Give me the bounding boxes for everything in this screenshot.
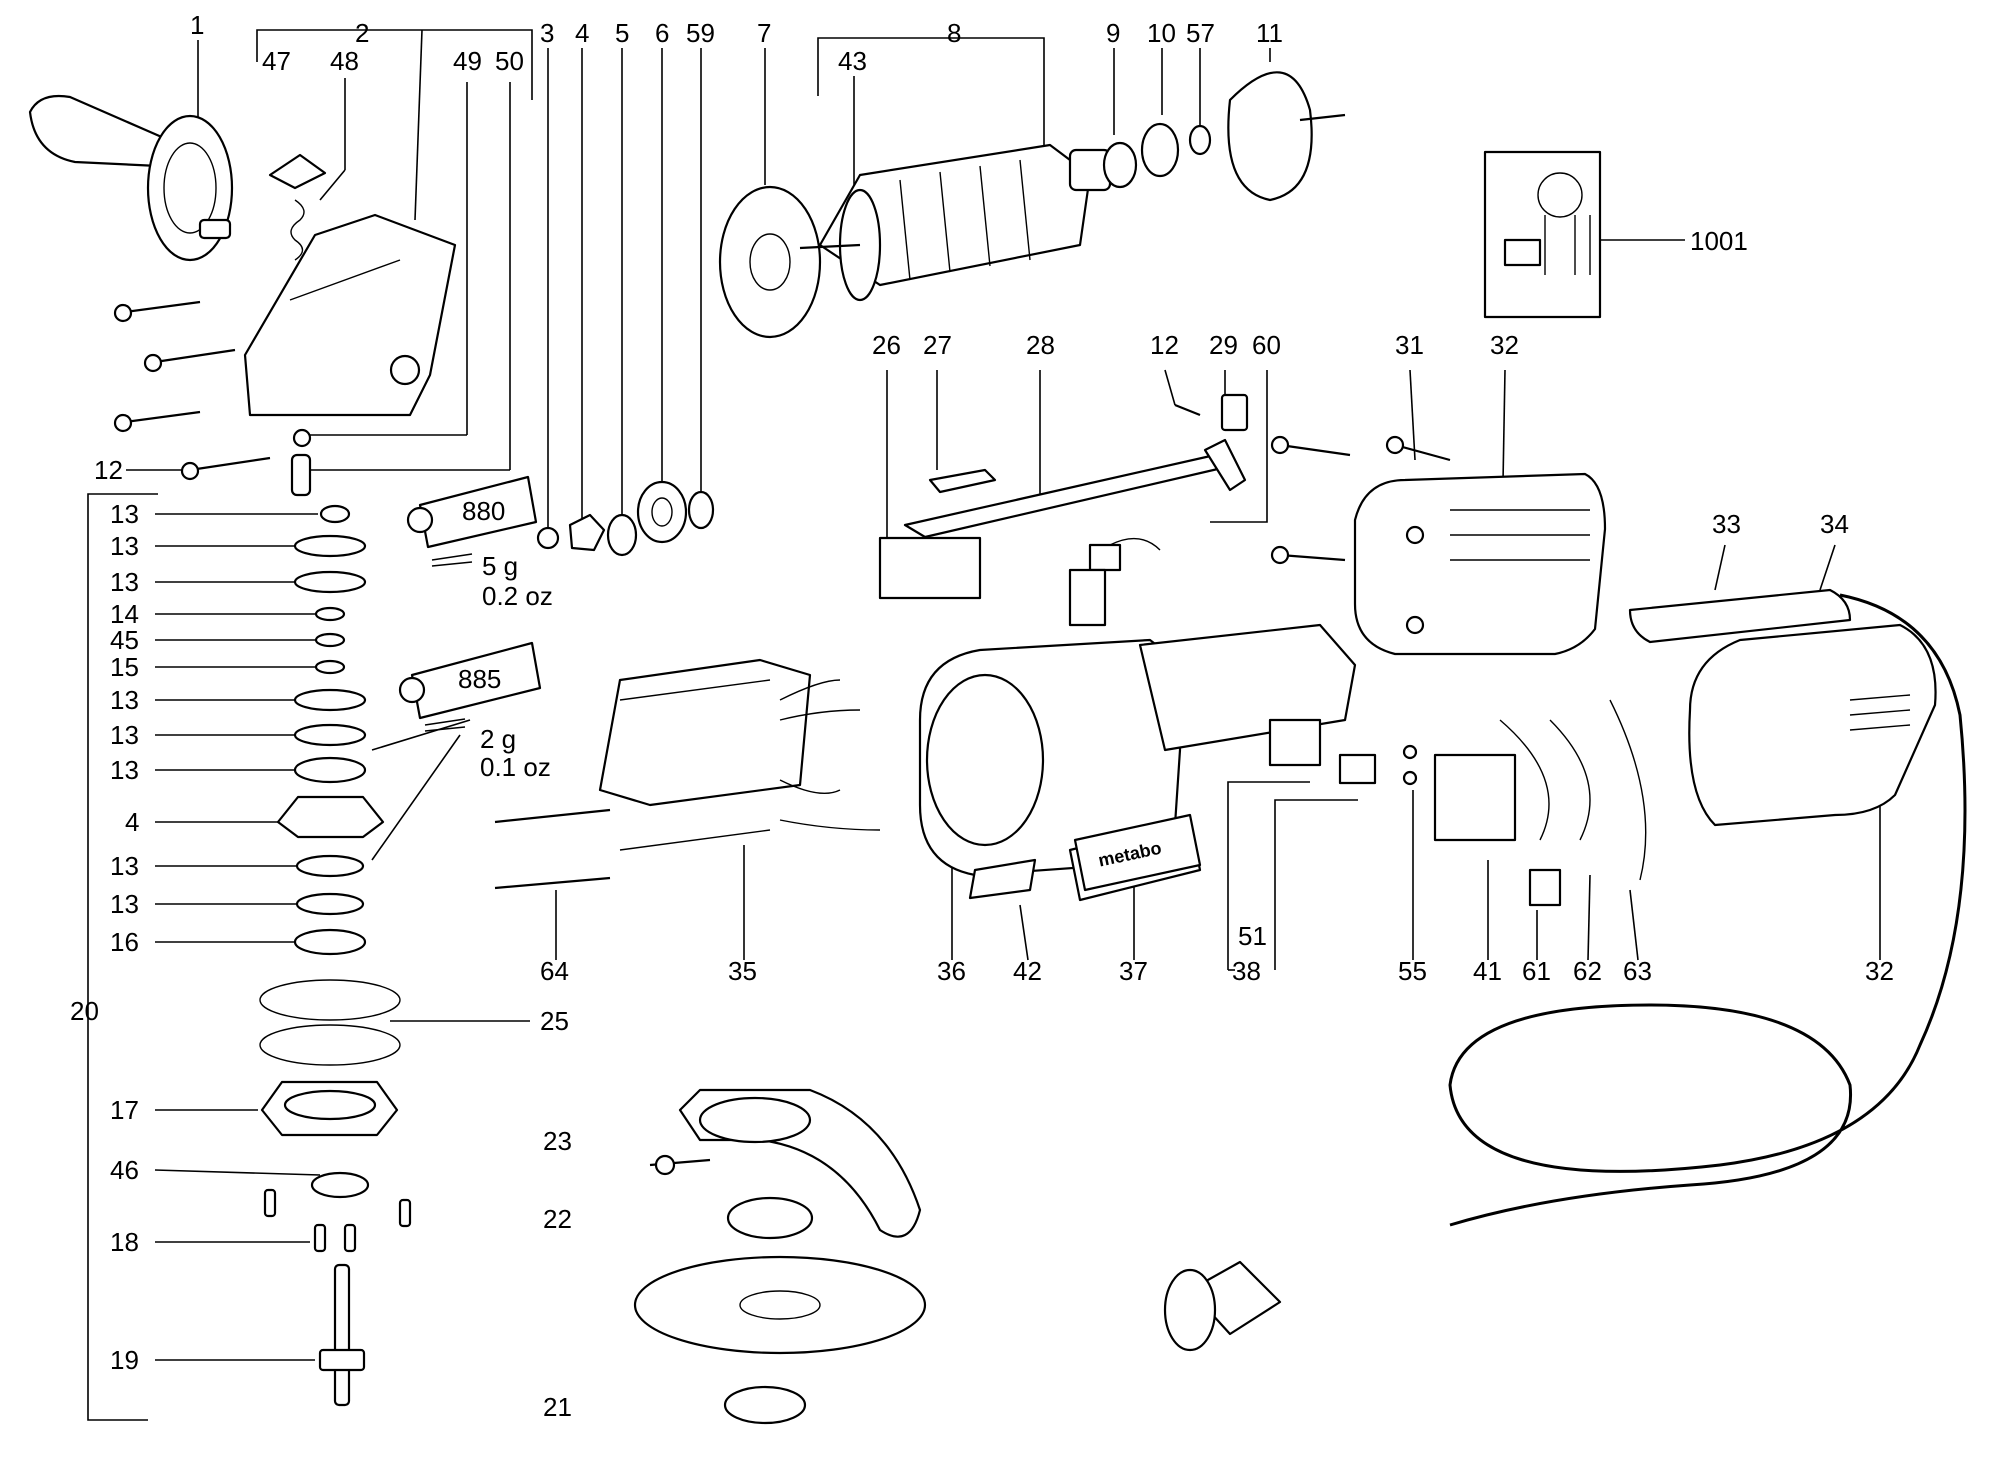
small-parts-top: [536, 185, 822, 557]
part-label: 43: [838, 46, 867, 76]
part-label: 12: [1150, 330, 1179, 360]
part-label: 41: [1473, 956, 1502, 986]
motor-cover-32: [1628, 588, 1937, 827]
part-label: 35: [728, 956, 757, 986]
part-label: 28: [1026, 330, 1055, 360]
part-label: 45: [110, 625, 139, 655]
part-label: 48: [330, 46, 359, 76]
part-label: 42: [1013, 956, 1042, 986]
part-label: 37: [1119, 956, 1148, 986]
part-label: 6: [655, 18, 669, 48]
part-label: 13: [110, 531, 139, 561]
part-label: 2: [355, 18, 369, 48]
power-cord: [1163, 593, 1967, 1352]
part-number-labels: 1 2 47 48 49 50 3 4 5 6 59 7 8 43 9 10 5…: [70, 10, 1894, 1422]
part-label: 47: [262, 46, 291, 76]
part-label: 63: [1623, 956, 1652, 986]
part-label: 34: [1820, 509, 1849, 539]
part-label: 18: [110, 1227, 139, 1257]
part-label: 49: [453, 46, 482, 76]
part-label: 13: [110, 889, 139, 919]
grease-tube-885: [398, 641, 542, 732]
part-label: 26: [872, 330, 901, 360]
part-label: 4: [575, 18, 589, 48]
part-label: 55: [1398, 956, 1427, 986]
part-label: 36: [937, 956, 966, 986]
part-label: 1001: [1690, 226, 1748, 256]
part-label: 51: [1238, 921, 1267, 951]
inset-detail: [1483, 150, 1602, 319]
grease-885-grams: 2 g: [480, 724, 516, 754]
part-label: 46: [110, 1155, 139, 1185]
part-label: 3: [540, 18, 554, 48]
part-label: 19: [110, 1345, 139, 1375]
part-label: 5: [615, 18, 629, 48]
leader-lines: [87, 29, 1881, 1421]
part-label: 31: [1395, 330, 1424, 360]
part-label: 32: [1490, 330, 1519, 360]
part-label: 1: [190, 10, 204, 40]
part-label: 17: [110, 1095, 139, 1125]
switch-parts: [878, 393, 1249, 627]
screws-left: [113, 300, 271, 481]
part-label: 16: [110, 927, 139, 957]
part-label: 14: [110, 599, 139, 629]
guard-and-flanges: [633, 1088, 927, 1425]
part-label: 7: [757, 18, 771, 48]
stator-field: [494, 658, 881, 890]
part-label: 61: [1522, 956, 1551, 986]
grease-885-ounces: 0.1 oz: [480, 752, 551, 782]
brush-and-electronics: [1268, 699, 1647, 907]
part-label: 10: [1147, 18, 1176, 48]
part-label: 25: [540, 1006, 569, 1036]
grease-880-ounces: 0.2 oz: [482, 581, 553, 611]
part-label: 15: [110, 652, 139, 682]
grease-885-code: 885: [458, 664, 501, 694]
part-label: 20: [70, 996, 99, 1026]
part-label: 12: [94, 455, 123, 485]
part-label: 4: [125, 807, 139, 837]
part-label: 23: [543, 1126, 572, 1156]
part-label: 32: [1865, 956, 1894, 986]
part-label: 57: [1186, 18, 1215, 48]
side-handle: [28, 94, 234, 262]
part-label: 21: [543, 1392, 572, 1422]
grease-880-grams: 5 g: [482, 551, 518, 581]
part-label: 13: [110, 685, 139, 715]
part-label: 9: [1106, 18, 1120, 48]
part-label: 13: [110, 567, 139, 597]
part-label: 64: [540, 956, 569, 986]
grease-tube-880: [406, 475, 538, 567]
part-label: 29: [1209, 330, 1238, 360]
part-label: 59: [686, 18, 715, 48]
part-label: 13: [110, 499, 139, 529]
brand-plate: metabo: [1073, 813, 1202, 892]
spindle-stack: [259, 504, 412, 1407]
part-label: 8: [947, 18, 961, 48]
part-label: 13: [110, 720, 139, 750]
part-label: 60: [1252, 330, 1281, 360]
grease-880-code: 880: [462, 496, 505, 526]
part-label: 27: [923, 330, 952, 360]
part-label: 22: [543, 1204, 572, 1234]
motor-housing-shell-right: [1270, 435, 1607, 656]
grease-labels: 880 5 g 0.2 oz 885 2 g 0.1 oz: [458, 496, 553, 782]
part-label: 13: [110, 851, 139, 881]
part-label: 11: [1256, 18, 1283, 48]
part-label: 33: [1712, 509, 1741, 539]
part-label: 38: [1232, 956, 1261, 986]
armature: [799, 71, 1346, 302]
gear-housing: [243, 153, 457, 497]
part-label: 13: [110, 755, 139, 785]
part-label: 62: [1573, 956, 1602, 986]
part-label: 50: [495, 46, 524, 76]
